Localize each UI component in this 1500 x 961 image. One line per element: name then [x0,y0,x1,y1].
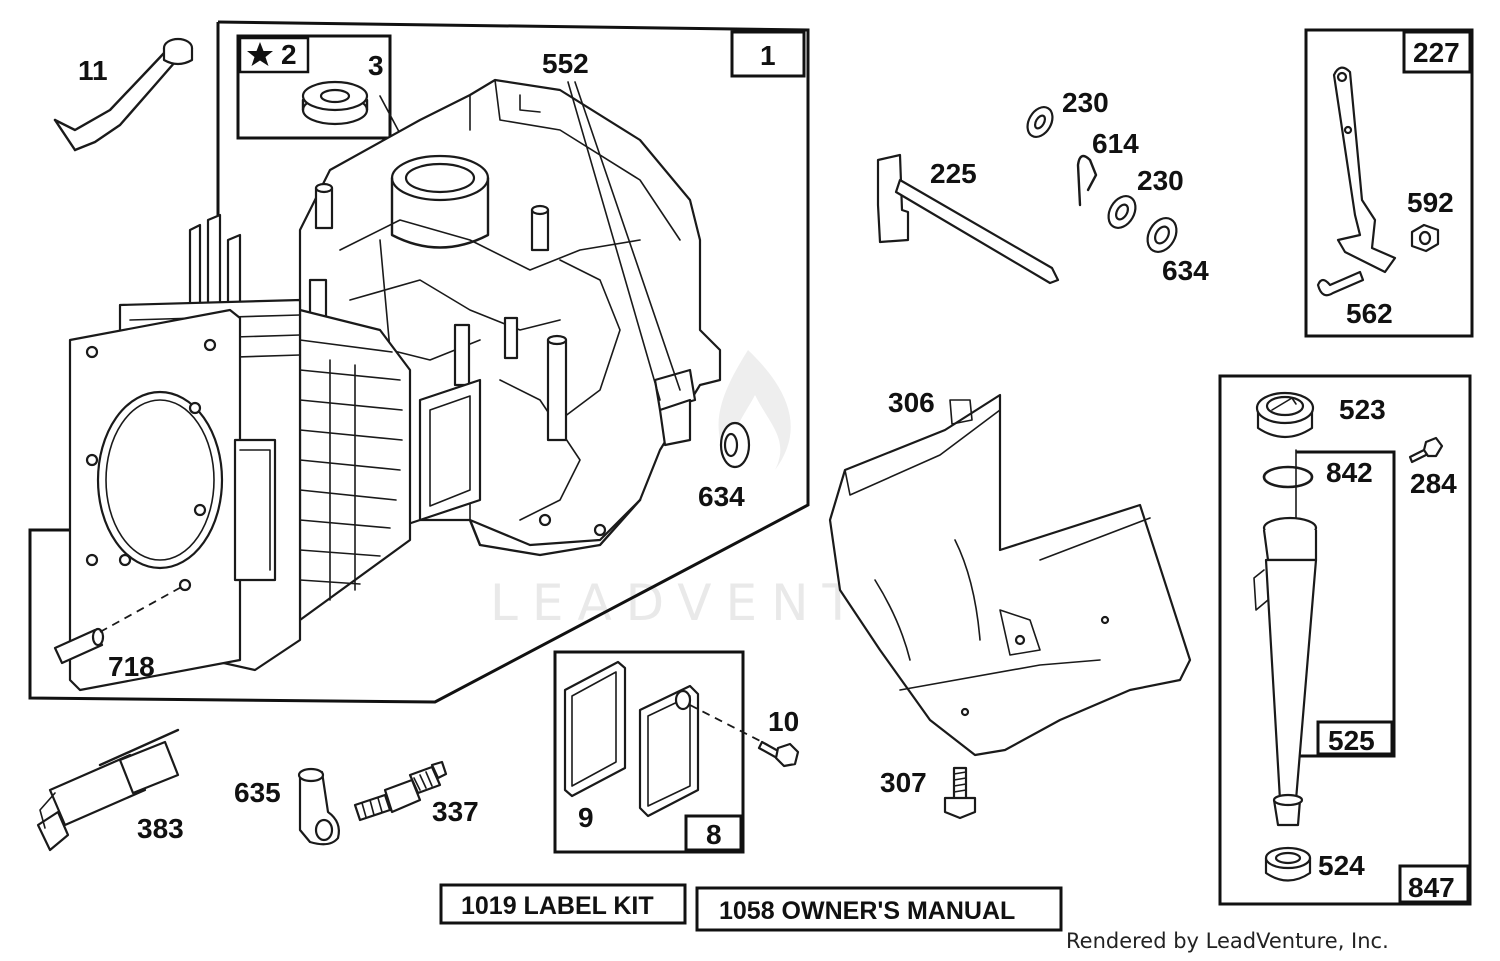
callout-523: 523 [1339,394,1386,425]
governor-lever-part [1332,66,1397,274]
box-number-847: 847 [1408,872,1455,903]
callout-3: 3 [368,50,384,81]
gasket-kit-group: 8 9 [553,650,745,854]
dipstick-tube-frame [1296,450,1396,758]
star-icon [247,42,273,66]
box-number-2: 2 [281,39,297,70]
box-label-525 [1316,720,1394,756]
breather-cover-part [638,684,700,818]
lever-assembly-group: 227 592 562 [1304,28,1474,338]
leader-552-b [574,81,681,391]
callout-230-b: 230 [1137,165,1184,196]
callout-337: 337 [432,796,479,827]
box-label-847 [1398,864,1470,904]
air-guide-part [828,393,1192,757]
dowel-pin-part [53,627,105,665]
leader-552-a [567,81,661,401]
label-kit-box [439,883,687,925]
callout-524: 524 [1318,850,1365,881]
tool-383-part [36,728,180,852]
rendered-by-credit: Rendered by LeadVenture, Inc. [1066,929,1389,953]
callout-306: 306 [888,387,935,418]
box-number-525: 525 [1328,725,1375,756]
cylinder-assembly-group: 1 2 3 [28,20,810,704]
washer-634-b-part [1146,217,1178,253]
label-kit-text: 1019 LABEL KIT [461,892,654,920]
callout-9: 9 [578,802,594,833]
screw-562-part [1316,270,1365,297]
oil-seal-part [301,80,369,126]
callout-10: 10 [768,706,799,737]
box-number-1: 1 [760,40,776,71]
callout-284: 284 [1410,468,1457,499]
hairpin-clip-part [1076,154,1098,207]
cylinder-assembly-frame [28,20,810,704]
owners-manual-box [695,886,1063,932]
breather-gasket-part [563,660,627,798]
box-label-8 [684,814,743,852]
callout-614: 614 [1092,128,1139,159]
tube-seal-part [1264,846,1312,882]
washer-230-b-part [1107,195,1137,229]
washer-230-a-part [1026,105,1054,139]
governor-shaft-part [876,153,1060,285]
callout-592: 592 [1407,187,1454,218]
callout-307: 307 [880,767,927,798]
leader-718 [99,584,186,633]
box-number-227: 227 [1413,37,1460,68]
callout-718: 718 [108,651,155,682]
callout-634-a: 634 [698,481,745,512]
o-ring-part [1262,465,1314,489]
dipstick-cap-part [1255,391,1315,439]
callout-383: 383 [137,813,184,844]
dipstick-assembly-group: 847 525 523 842 524 [1218,374,1472,906]
callout-562: 562 [1346,298,1393,329]
callout-842: 842 [1326,457,1373,488]
breather-tube-part [53,37,194,152]
dipstick-tube-part [1253,516,1318,827]
washer-634-part [719,421,751,469]
nut-592-part [1410,223,1440,253]
dipstick-assembly-frame [1218,374,1472,906]
box-label-227 [1402,30,1472,74]
callout-635: 635 [234,777,281,808]
callout-225: 225 [930,158,977,189]
callout-230-a: 230 [1062,87,1109,118]
screw-284-part [1408,436,1444,464]
owners-manual-text: 1058 OWNER'S MANUAL [719,897,1015,925]
spark-boot-part [297,767,340,846]
screw-10-part [757,740,800,768]
box-number-8: 8 [706,819,722,850]
callout-552: 552 [542,48,589,79]
leader-10 [689,704,769,746]
spark-plug-part [353,760,448,822]
cylinder-part [68,298,412,692]
screw-307-part [943,766,977,820]
gasket-set-label-box [238,36,310,74]
callout-634-b: 634 [1162,255,1209,286]
box-label-1 [730,30,806,78]
callout-11: 11 [78,55,108,86]
